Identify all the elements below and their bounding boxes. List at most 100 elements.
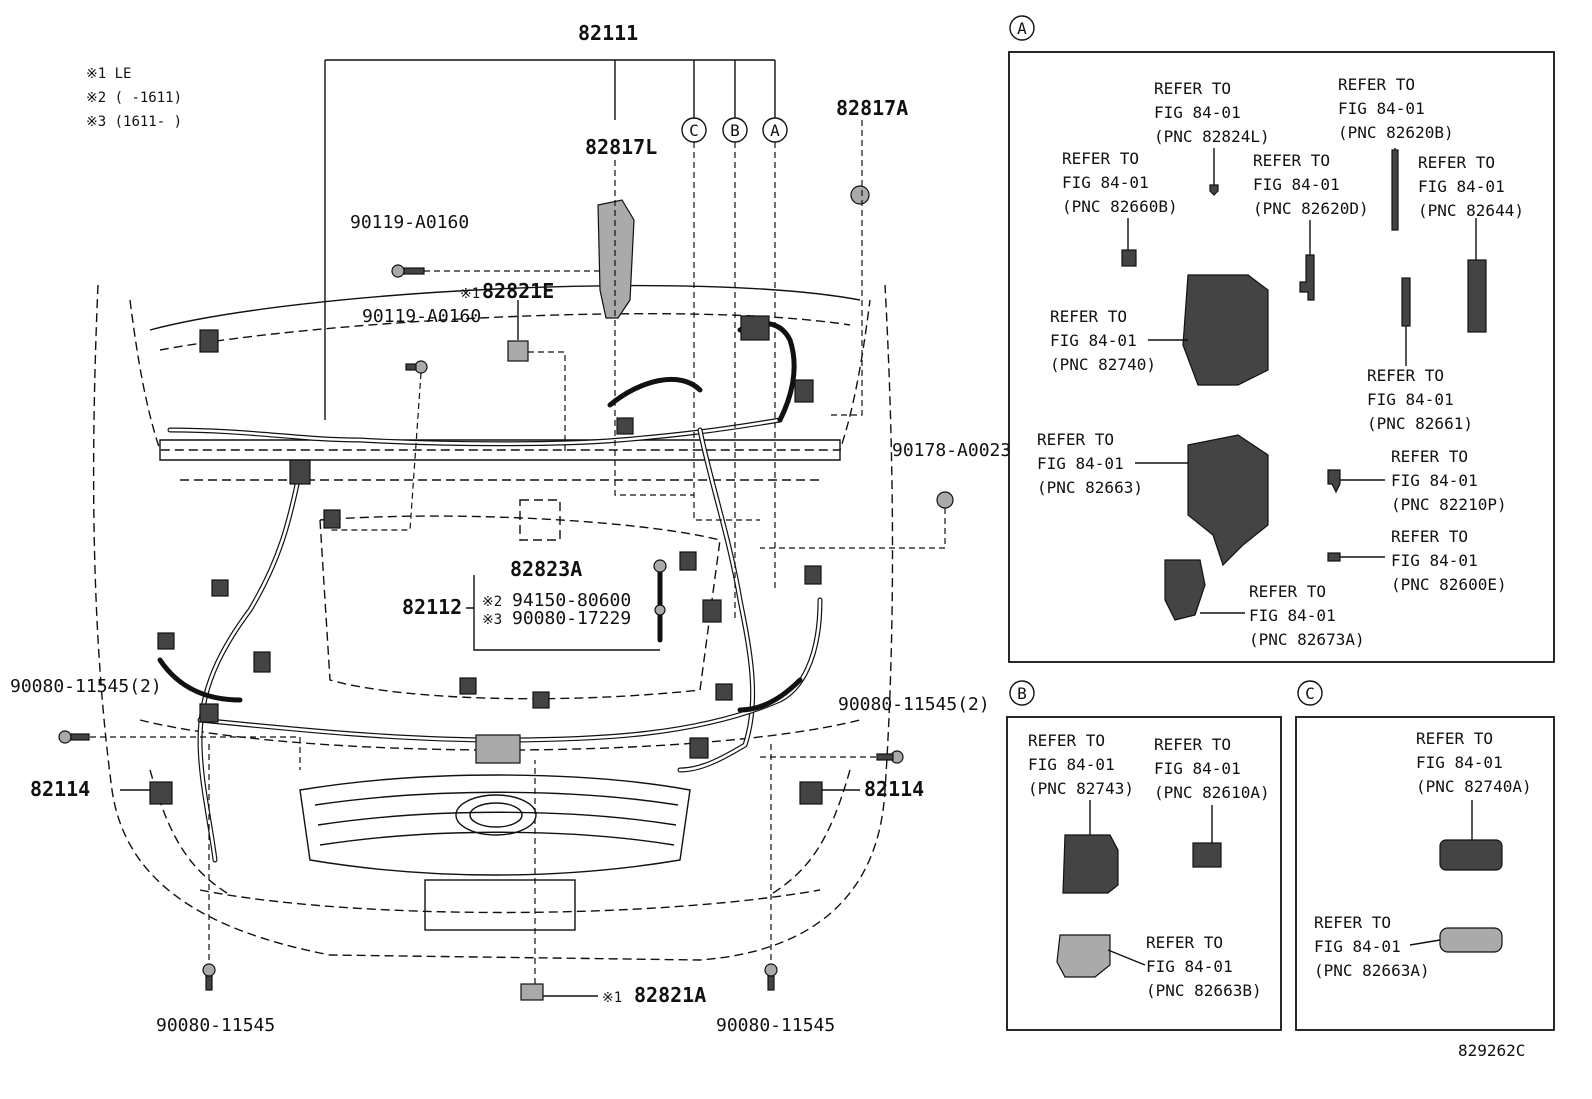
svg-text:(PNC 82824L): (PNC 82824L) [1154,127,1270,146]
part-82740 [1182,274,1269,386]
label-82114-right: 82114 [864,777,924,801]
label-90119-lower: 90119-A0160 [362,306,481,327]
svg-text:C: C [689,121,699,140]
marker-b [722,117,748,143]
note-2: ※2 ( -1611) [86,90,182,106]
label-82817A: 82817A [836,96,908,120]
svg-text:(PNC 82610A): (PNC 82610A) [1154,783,1270,802]
svg-text:REFER TO: REFER TO [1367,366,1444,385]
label-90178: 90178-A0023 [892,440,1011,461]
license-plate-area [424,879,576,931]
svg-text:FIG 84-01: FIG 84-01 [1154,759,1241,778]
grille-bar-3 [319,831,675,846]
figure-id: 829262C [1458,1041,1525,1060]
mark-90080-17229: ※3 [482,612,502,628]
mark-82821A: ※1 [602,990,622,1006]
ref-82660B: REFER TO FIG 84-01 (PNC 82660B) [1062,149,1178,216]
svg-text:(PNC 82663): (PNC 82663) [1037,478,1143,497]
headlamp-connector-left [149,781,173,805]
svg-text:FIG 84-01: FIG 84-01 [1050,331,1137,350]
svg-text:(PNC 82661): (PNC 82661) [1367,414,1473,433]
harness-relay-branch [607,376,703,408]
label-90080-11545-bottom-right: 90080-11545 [716,1015,835,1036]
svg-text:FIG 84-01: FIG 84-01 [1154,103,1241,122]
connector [157,632,175,650]
connector [199,329,219,353]
label-90119-upper: 90119-A0160 [350,212,469,233]
svg-text:(PNC 82620B): (PNC 82620B) [1338,123,1454,142]
ref-82663: REFER TO FIG 84-01 (PNC 82663) [1037,430,1143,497]
label-82817L: 82817L [585,135,657,159]
engine-cover-outline [519,499,561,541]
connector [616,417,634,435]
svg-text:B: B [1017,684,1027,703]
svg-text:REFER TO: REFER TO [1037,430,1114,449]
ref-82210P: REFER TO FIG 84-01 (PNC 82210P) [1391,447,1507,514]
svg-text:(PNC 82740): (PNC 82740) [1050,355,1156,374]
inset-a: A REFER TO FIG 84-01 (PNC 82824L) [1008,15,1555,663]
svg-text:(PNC 82663A): (PNC 82663A) [1314,961,1430,980]
connector [253,651,271,673]
connector [199,703,219,723]
svg-text:FIG 84-01: FIG 84-01 [1062,173,1149,192]
part-82620D [1299,254,1315,301]
ref-82673A: REFER TO FIG 84-01 (PNC 82673A) [1249,582,1365,649]
body-outline [92,284,894,961]
part-82620B [1391,149,1399,231]
part-82210P [1327,469,1341,494]
note-3: ※3 (1611- ) [86,114,182,130]
bumper-lower-line [199,889,821,914]
part-82660B [1121,249,1137,267]
inset-b: B REFER TO FIG 84-01 (PNC 82743) REFER T… [1006,680,1282,1031]
marker-a [762,117,788,143]
svg-text:FIG 84-01: FIG 84-01 [1037,454,1124,473]
connector [211,579,229,597]
bolt-90080-11545-right [876,750,904,764]
connector [289,459,311,485]
clip-82821A [520,983,544,1001]
part-82824L [1209,184,1219,196]
bolt-90119-lower [405,360,428,374]
inset-a-marker [1009,15,1035,41]
label-82823A: 82823A [510,557,582,581]
mark-82821E: ※1 [460,286,480,302]
ref-82661: REFER TO FIG 84-01 (PNC 82661) [1367,366,1473,433]
svg-text:REFER TO: REFER TO [1249,582,1326,601]
svg-text:(PNC 82663B): (PNC 82663B) [1146,981,1262,1000]
svg-text:(PNC 82743): (PNC 82743) [1028,779,1134,798]
ref-82663B: REFER TO FIG 84-01 (PNC 82663B) [1146,933,1262,1000]
connector [323,509,341,529]
svg-text:REFER TO: REFER TO [1062,149,1139,168]
inset-c-marker [1297,680,1323,706]
svg-text:REFER TO: REFER TO [1146,933,1223,952]
label-82112: 82112 [402,595,462,619]
svg-text:B: B [730,121,740,140]
svg-text:(PNC 82620D): (PNC 82620D) [1253,199,1369,218]
svg-text:A: A [1017,19,1027,38]
svg-text:REFER TO: REFER TO [1050,307,1127,326]
fender-outline [129,299,871,451]
horn-bracket [475,734,521,764]
svg-text:FIG 84-01: FIG 84-01 [1146,957,1233,976]
hood-line [149,284,861,331]
inset-b-frame [1006,716,1282,1031]
part-82673A [1164,559,1206,621]
callout-labels: 82111 82817L 82817A 90119-A0160 90119-A0… [10,21,1011,1036]
svg-text:REFER TO: REFER TO [1154,735,1231,754]
variant-notes: ※1 LE ※2 ( -1611) ※3 (1611- ) [86,66,182,130]
ref-82610A: REFER TO FIG 84-01 (PNC 82610A) [1154,735,1270,802]
inset-c-frame [1295,716,1555,1031]
svg-text:(PNC 82673A): (PNC 82673A) [1249,630,1365,649]
harness-headlamp-right [737,677,803,713]
part-82661 [1401,277,1411,327]
right-headlamp-area [769,769,851,896]
inset-a-frame [1008,51,1555,663]
note-1: ※1 LE [86,66,131,82]
svg-text:FIG 84-01: FIG 84-01 [1416,753,1503,772]
clip-82821E [507,340,529,362]
svg-text:FIG 84-01: FIG 84-01 [1391,471,1478,490]
svg-text:A: A [770,121,780,140]
connector [532,691,550,709]
ref-82644: REFER TO FIG 84-01 (PNC 82644) [1418,153,1524,220]
